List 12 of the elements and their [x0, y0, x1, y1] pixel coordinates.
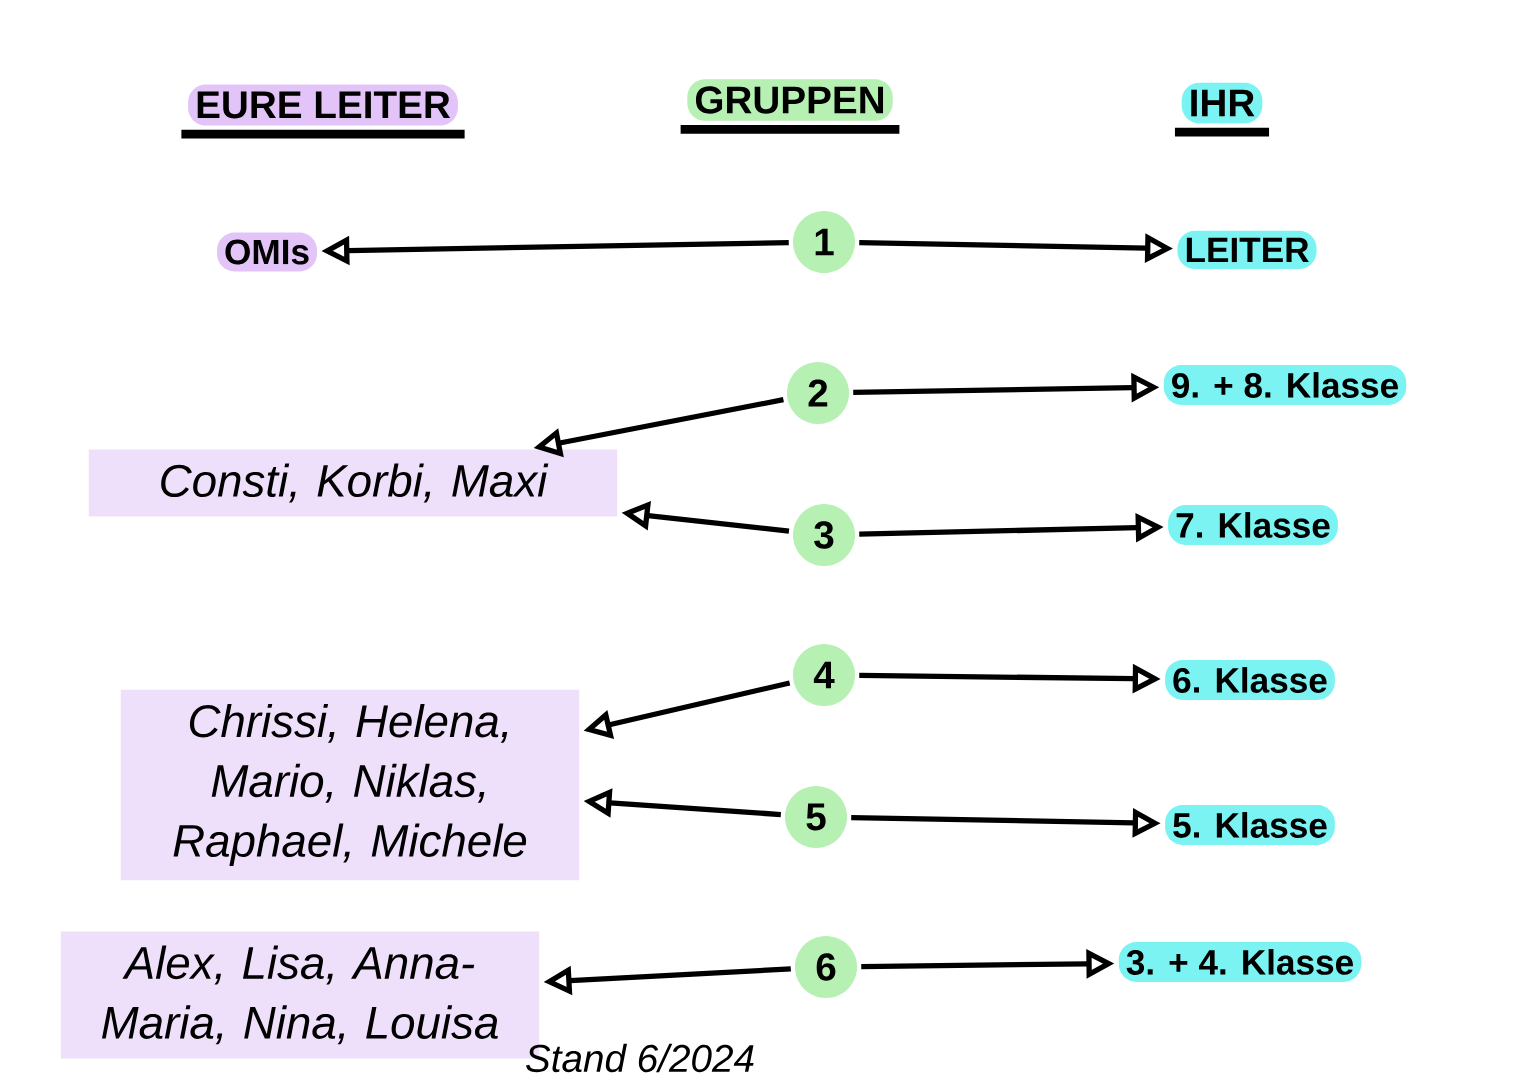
highlighted-label: LEITER — [1177, 230, 1317, 270]
highlighted-label: 6. Klasse — [1165, 660, 1335, 700]
names-band: Chrissi, Helena, Mario, Niklas, Raphael, Michele — [120, 689, 580, 881]
highlighted-label: 7. Klasse — [1168, 505, 1338, 545]
highlighted-label: 3. + 4. Klasse — [1118, 942, 1362, 982]
highlighted-label: 5. Klasse — [1165, 805, 1335, 845]
highlighted-label: 9. + 8. Klasse — [1163, 365, 1407, 405]
names-band: Consti, Korbi, Maxi — [88, 449, 618, 517]
column-heading: IHR — [1181, 82, 1263, 124]
highlighted-label: OMIs — [217, 232, 317, 272]
column-heading: EURE LEITER — [188, 84, 458, 126]
column-heading: GRUPPEN — [687, 79, 893, 121]
